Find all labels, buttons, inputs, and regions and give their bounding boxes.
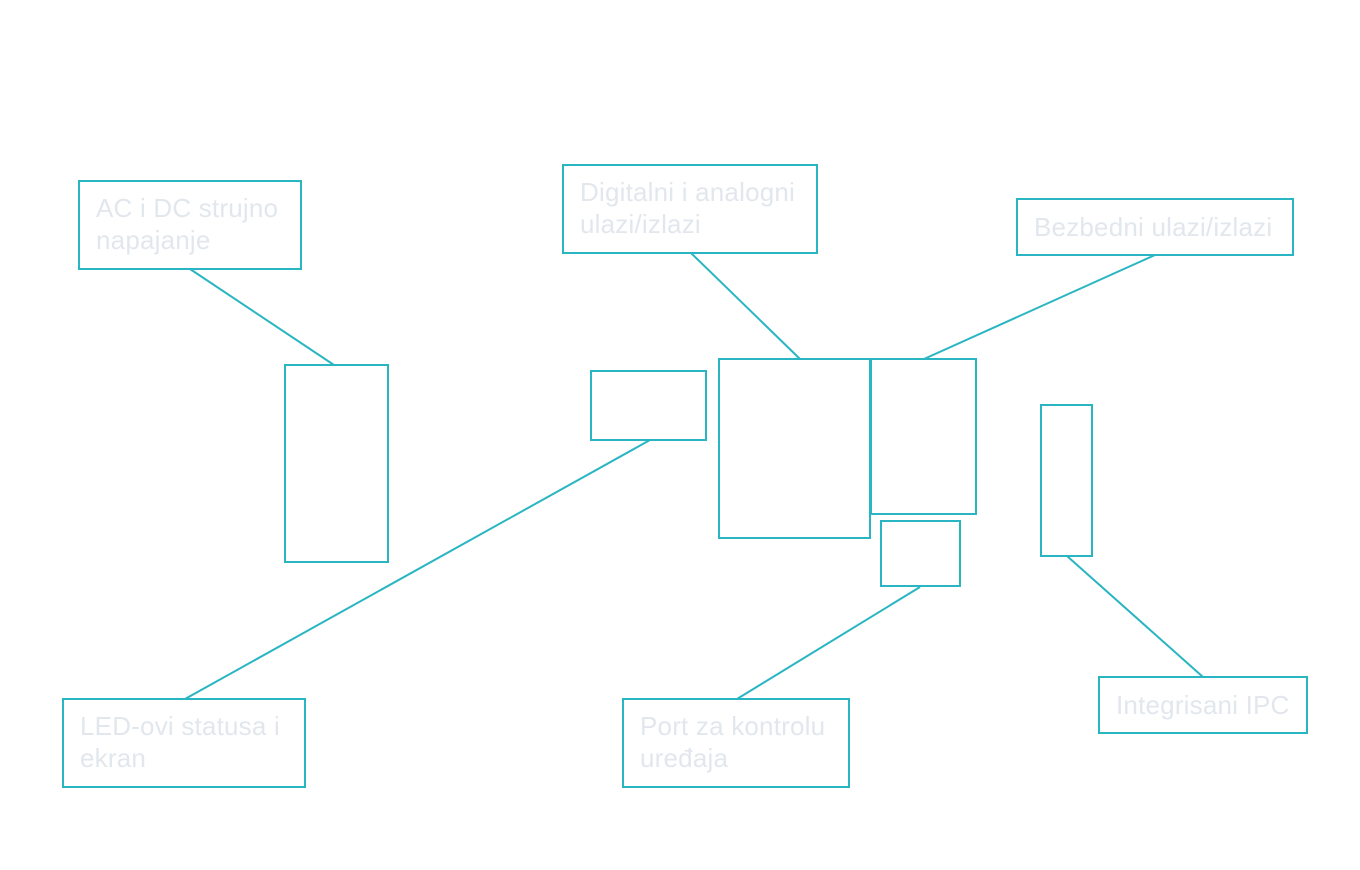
callout-label: AC i DC strujno napajanje xyxy=(96,193,279,255)
callout-safe-io: Bezbedni ulazi/izlazi xyxy=(1016,198,1294,256)
status-display-module xyxy=(590,370,707,441)
callout-label: Bezbedni ulazi/izlazi xyxy=(1034,212,1273,242)
callout-device-control-port: Port za kontrolu uređaja xyxy=(622,698,850,788)
callout-status-leds-display: LED-ovi statusa i ekran xyxy=(62,698,306,788)
callout-ac-dc-power: AC i DC strujno napajanje xyxy=(78,180,302,270)
callout-label: Integrisani IPC xyxy=(1116,690,1290,720)
leader-line-status xyxy=(184,439,651,700)
leader-line-ipc xyxy=(1066,555,1204,678)
callout-integrated-ipc: Integrisani IPC xyxy=(1098,676,1308,734)
callout-label: Digitalni i analogni ulazi/izlazi xyxy=(580,177,796,239)
control-port-module xyxy=(880,520,961,587)
callout-digital-analog-io: Digitalni i analogni ulazi/izlazi xyxy=(562,164,818,254)
io-module xyxy=(718,358,871,539)
leader-line-io xyxy=(690,252,801,360)
ipc-module xyxy=(1040,404,1093,557)
leader-line-port xyxy=(736,586,921,700)
leader-line-safe-io xyxy=(923,254,1156,360)
power-supply-module xyxy=(284,364,389,563)
callout-label: LED-ovi statusa i ekran xyxy=(80,711,280,773)
leader-line-power xyxy=(189,268,335,366)
safe-io-module xyxy=(870,358,977,515)
callout-label: Port za kontrolu uređaja xyxy=(640,711,826,773)
